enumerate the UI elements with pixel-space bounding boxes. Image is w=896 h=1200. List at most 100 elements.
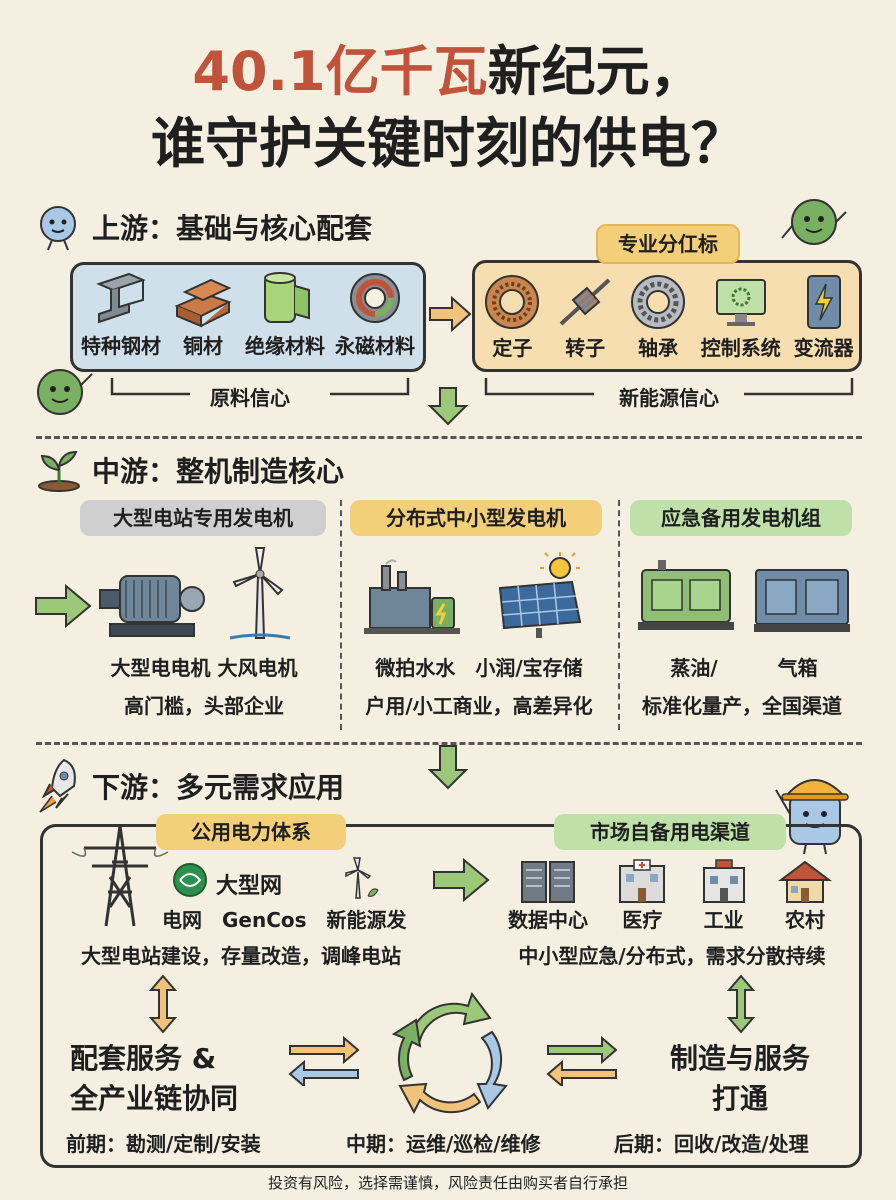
left-block-line1: 配套服务 &	[70, 1042, 217, 1075]
title-line-1: 40.1亿千瓦新纪元，	[0, 40, 896, 104]
cycle-arrows-icon	[391, 991, 508, 1115]
phase-mid: 中期：运维/巡检/维修	[346, 1132, 541, 1156]
market-tag: 市场自备用电渠道	[554, 814, 786, 850]
raw-materials-row: 特种钢材 铜材 绝缘材料 永磁材料	[76, 266, 420, 370]
worker-mascot-icon	[775, 779, 849, 855]
mid-large-sub: 高门槛，头部企业	[124, 694, 284, 718]
insulation-roll-icon	[264, 272, 310, 323]
downstream-heading-row: 下游：多元需求应用	[34, 756, 344, 816]
market-item-label: 农村	[784, 908, 825, 932]
control-monitor-icon	[715, 279, 766, 326]
arrow-down-icon	[428, 387, 468, 426]
downstream-heading: 下游：多元需求应用	[92, 771, 345, 804]
mid-distributed-labels: 微拍水水 小润/宝存储	[375, 656, 583, 680]
public-sub: 大型电站建设，存量改造，调峰电站	[81, 944, 401, 968]
double-arrow-vertical-left-icon	[148, 974, 178, 1034]
spec-item-rotor: 转子	[555, 272, 615, 372]
factory-building-icon	[702, 859, 745, 903]
rocket-icon	[39, 758, 76, 813]
market-item-label: 工业	[703, 908, 744, 932]
arrow-right-green-2-icon	[433, 858, 490, 902]
spec-item-label: 定子	[492, 336, 533, 360]
mid-distributed-sub: 户用/小工商业，高差异化	[365, 694, 593, 718]
copper-bars-icon	[174, 278, 232, 328]
mid-tag-distributed: 分布式中小型发电机	[350, 500, 602, 536]
spec-item-stator: 定子	[482, 272, 542, 372]
solar-panel-icon	[498, 552, 582, 638]
market-item-datacenter: 数据中心	[500, 858, 596, 933]
rotor-icon	[559, 278, 611, 326]
phase-late: 后期：回收/改造/处理	[614, 1132, 809, 1156]
market-item-medical: 医疗	[607, 858, 677, 933]
raw-item-magnet: 永磁材料	[332, 266, 418, 370]
public-tag: 公用电力体系	[156, 814, 346, 850]
wind-turbine-icon	[229, 547, 291, 640]
right-block-line2: 打通	[711, 1082, 768, 1115]
hospital-icon	[619, 859, 666, 903]
transmission-tower-icon	[71, 825, 169, 927]
mid-tag-large: 大型电站专用发电机	[80, 500, 326, 536]
farmhouse-icon	[777, 860, 832, 903]
upstream-heading-row: 上游：基础与核心配套	[34, 202, 372, 252]
raw-item-insulation: 绝缘材料	[242, 266, 328, 370]
raw-caption: 原料信心	[210, 386, 290, 410]
small-wind-icon	[345, 857, 379, 899]
steel-beam-icon	[96, 272, 146, 324]
diesel-genset-icon	[638, 560, 734, 630]
arrow-down-2-icon	[428, 745, 468, 790]
col-divider-1	[340, 500, 342, 730]
public-items: 电网 GenCos 新能源发	[162, 908, 407, 932]
left-block-line2: 全产业链协同	[70, 1082, 239, 1115]
market-item-industry: 工业	[689, 858, 759, 933]
grid-logo-icon	[173, 863, 207, 897]
mid-large-labels: 大型电电机 大风电机	[110, 656, 298, 680]
green-mascot-icon	[781, 199, 847, 245]
downstream-panel	[40, 824, 862, 1168]
midstream-heading-row: 中游：整机制造核心	[34, 448, 344, 492]
blue-mascot-icon	[40, 206, 76, 251]
market-item-rural: 农村	[770, 858, 840, 933]
server-rack-icon	[521, 861, 575, 903]
spec-item-label: 轴承	[637, 336, 678, 360]
market-item-label: 数据中心	[508, 908, 588, 932]
raw-caption-bracket	[110, 378, 410, 396]
spec-item-converter: 变流器	[794, 272, 854, 372]
spec-caption-bracket	[484, 378, 854, 396]
bearing-icon	[630, 275, 685, 329]
exchange-arrows-left-icon	[288, 1036, 360, 1086]
raw-item-label: 铜材	[183, 334, 223, 358]
sprout-icon	[38, 450, 80, 492]
raw-item-label: 绝缘材料	[245, 334, 325, 358]
public-big: 大型网	[216, 874, 283, 899]
magnet-ring-icon	[350, 273, 400, 323]
exchange-arrows-right-icon	[546, 1036, 618, 1086]
upstream-heading: 上游：基础与核心配套	[92, 212, 373, 245]
divider-1	[36, 436, 862, 439]
market-item-label: 医疗	[622, 908, 663, 932]
raw-item-label: 永磁材料	[335, 334, 415, 358]
phase-early: 前期：勘测/定制/安装	[66, 1132, 261, 1156]
midstream-heading: 中游：整机制造核心	[92, 455, 345, 488]
mid-emergency-sub: 标准化量产，全国渠道	[642, 694, 842, 718]
spec-caption: 新能源信心	[619, 386, 719, 410]
converter-lightning-icon	[806, 275, 841, 329]
mid-emergency-labels: 蒸油/ 气箱	[670, 656, 818, 680]
arrow-right-icon	[429, 296, 472, 332]
spec-item-label: 变流器	[793, 336, 854, 360]
arrow-right-green-icon	[35, 584, 92, 628]
title-rest: 新纪元，	[487, 40, 704, 103]
raw-item-copper: 铜材	[168, 266, 238, 370]
double-arrow-vertical-right-icon	[726, 974, 756, 1034]
disclaimer: 投资有风险，选择需谨慎，风险责任由购买者自行承担	[267, 1174, 628, 1192]
stator-icon	[485, 275, 540, 329]
spec-item-bearing: 轴承	[628, 272, 688, 372]
divider-2	[36, 742, 862, 745]
green-mascot-left-icon	[37, 369, 93, 415]
market-items-row: 数据中心 医疗 工业 农村	[500, 858, 840, 933]
spec-item-label: 转子	[565, 336, 606, 360]
col-divider-2	[618, 500, 620, 730]
mid-tag-emergency: 应急备用发电机组	[630, 500, 852, 536]
raw-item-label: 特种钢材	[81, 334, 161, 358]
title-highlight: 40.1亿千瓦	[192, 40, 488, 103]
gas-container-genset-icon	[754, 569, 850, 632]
